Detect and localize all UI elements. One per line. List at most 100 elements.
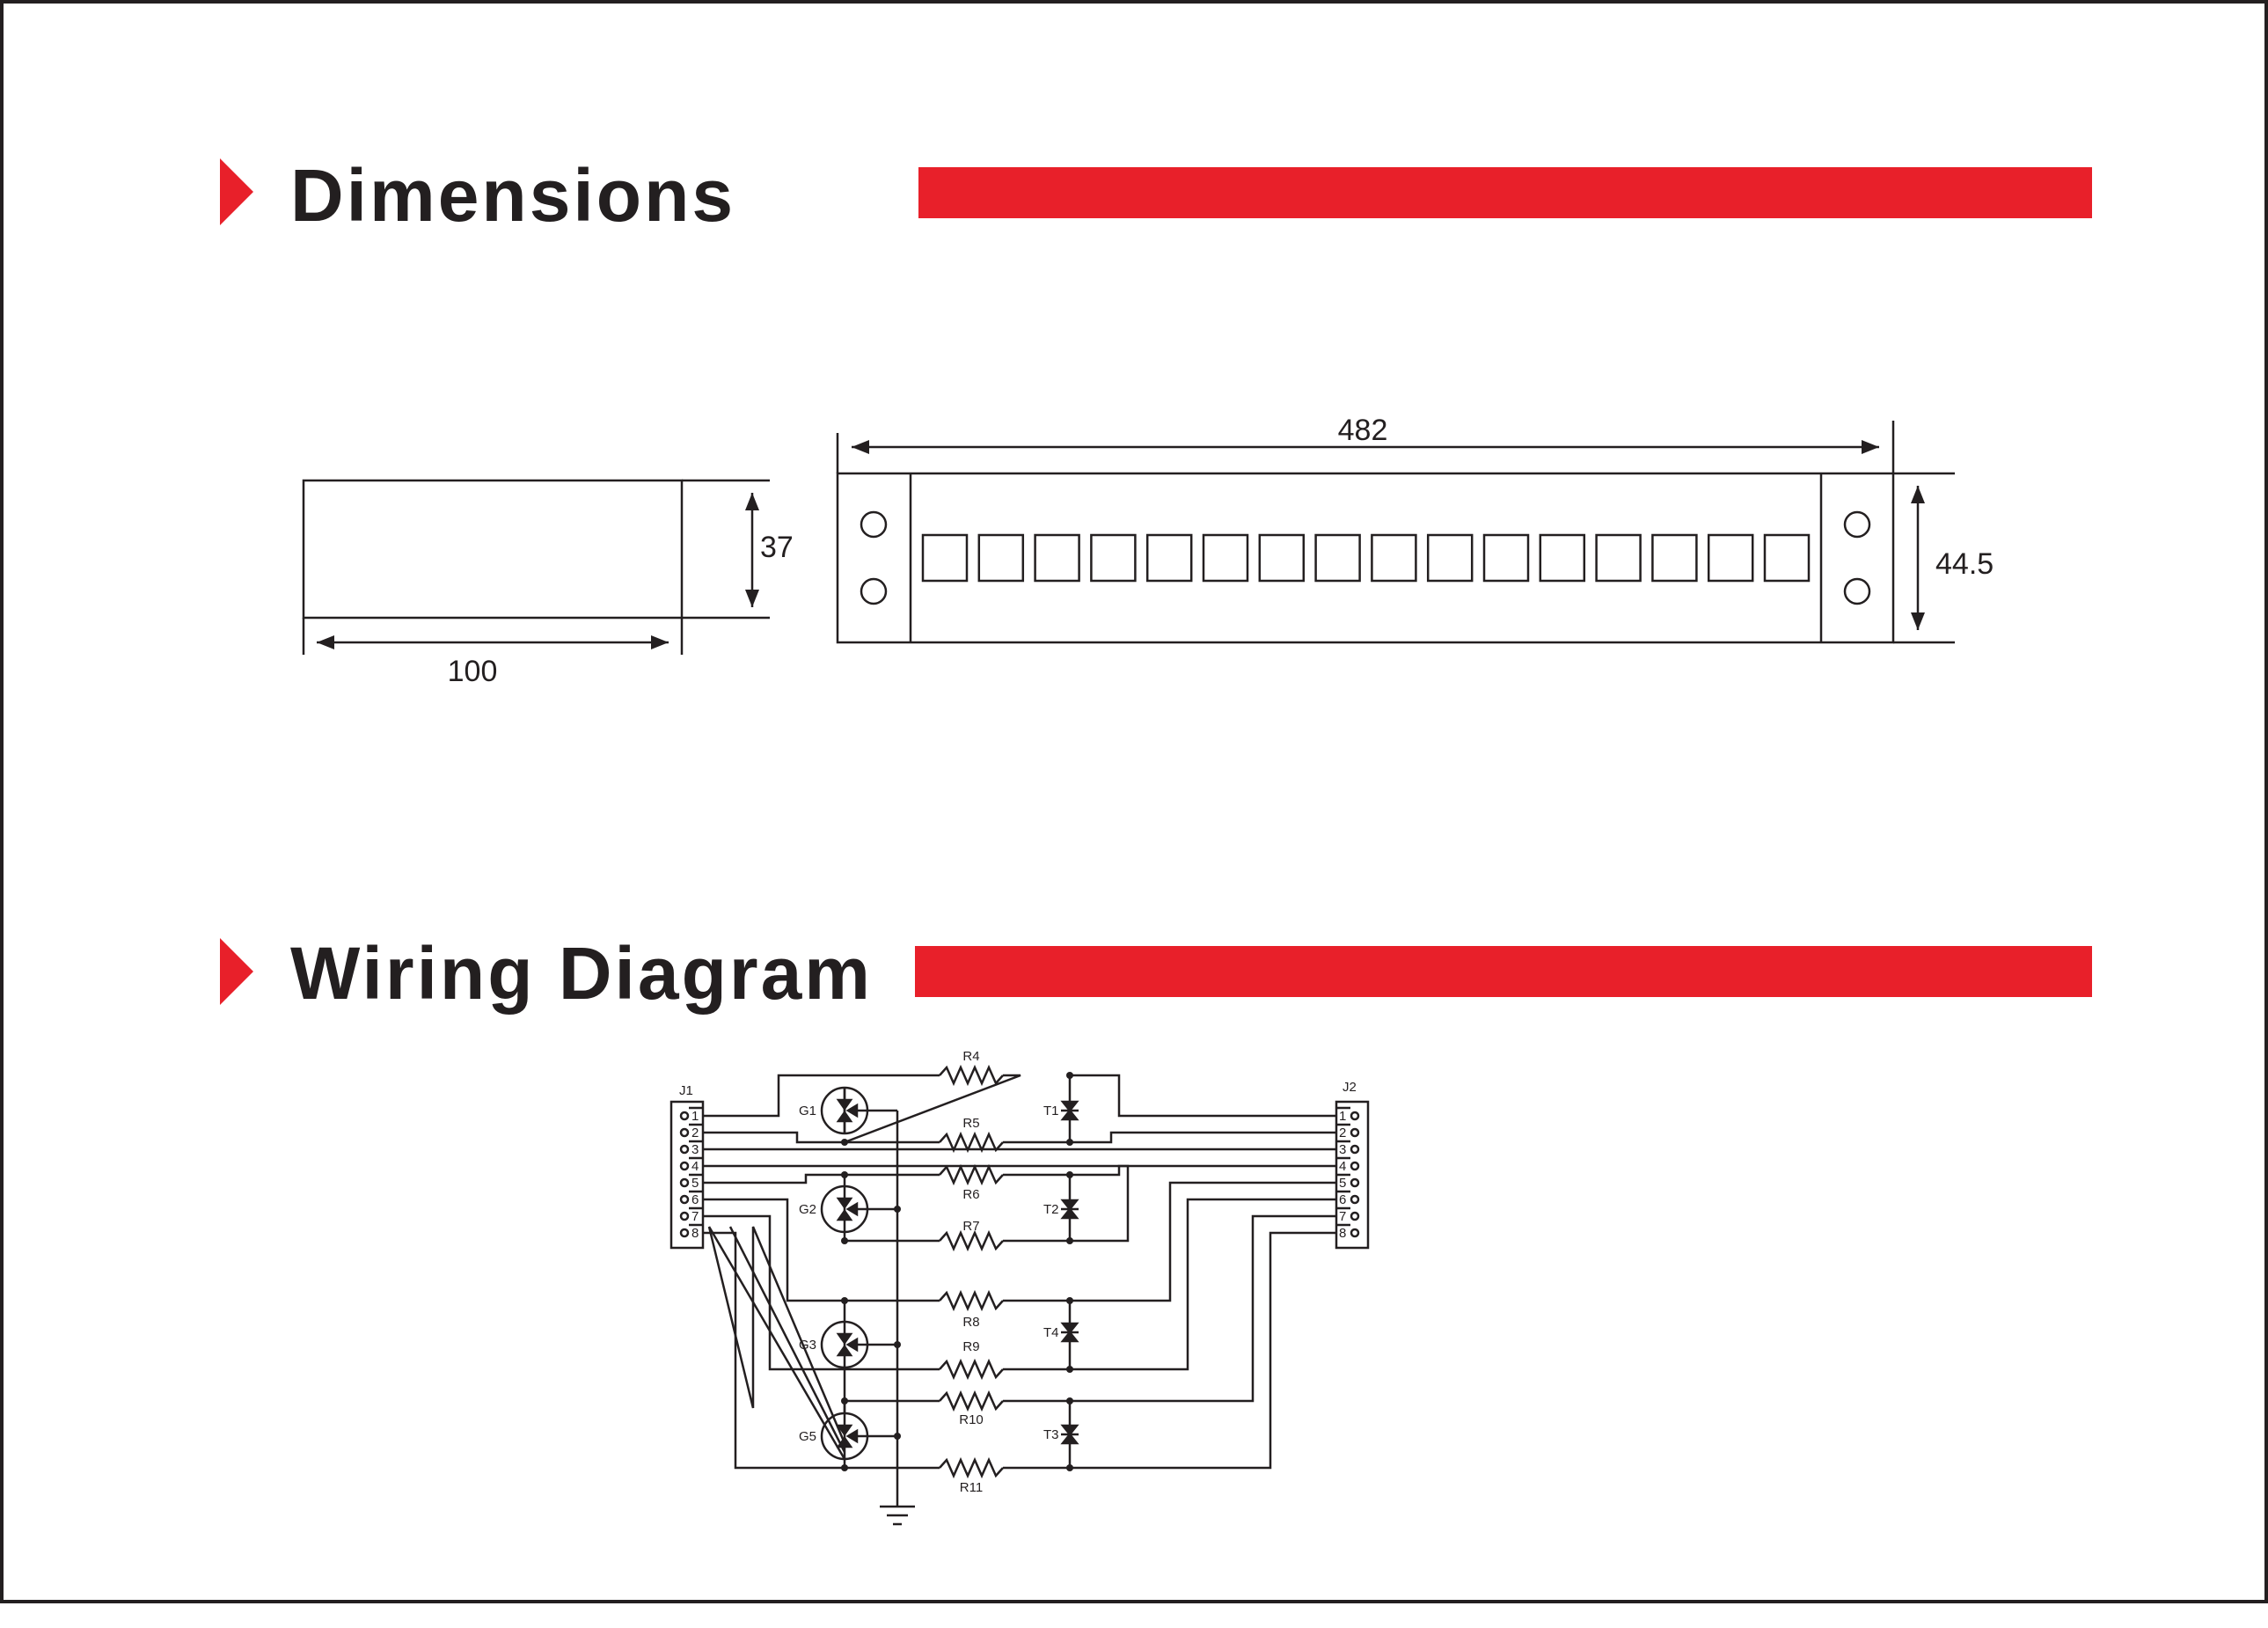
dimensions-marker-icon xyxy=(220,158,253,225)
junction-dot xyxy=(1066,1464,1073,1471)
pin-circle xyxy=(1350,1111,1360,1121)
junction-dot xyxy=(841,1297,848,1304)
rj45-port xyxy=(1034,533,1080,583)
wire-trace xyxy=(703,1131,940,1144)
wire-trace xyxy=(703,1164,1130,1243)
pin-number-j2: 8 xyxy=(1339,1226,1346,1241)
tvs-t4 xyxy=(1060,1322,1079,1335)
tvs-t3 xyxy=(1060,1424,1079,1437)
wiring-title-bar xyxy=(915,946,2092,997)
pin-circle xyxy=(679,1228,690,1238)
resistor-label: R4 xyxy=(962,1049,979,1064)
tvs-label: T2 xyxy=(1043,1202,1059,1217)
resistor-r11 xyxy=(939,1456,1004,1479)
mount-hole xyxy=(860,510,888,539)
wire-trace xyxy=(1070,1074,1336,1118)
wire-trace xyxy=(1003,1131,1336,1144)
resistor-label: R9 xyxy=(962,1339,979,1354)
junction-dot xyxy=(1066,1297,1073,1304)
junction-dot xyxy=(894,1206,901,1213)
tvs-label: T4 xyxy=(1043,1325,1059,1340)
resistor-label: R11 xyxy=(960,1480,983,1495)
pin-number-j2: 5 xyxy=(1339,1176,1346,1191)
rj45-port xyxy=(1482,533,1530,583)
tvs-t2 xyxy=(1060,1199,1079,1212)
gas-tube-arrow xyxy=(845,1337,859,1353)
tvs-t1 xyxy=(1060,1100,1079,1113)
wire-trace xyxy=(843,1399,940,1413)
wire-trace xyxy=(703,1214,940,1371)
pin-circle xyxy=(1350,1211,1360,1221)
gas-tube-label: G3 xyxy=(799,1338,816,1353)
pin-number-j1: 4 xyxy=(691,1159,699,1174)
junction-dot xyxy=(841,1139,848,1146)
rj45-port xyxy=(1145,533,1193,583)
wire-trace xyxy=(703,1198,940,1302)
junction-dot xyxy=(894,1433,901,1440)
dimensions-title-bar xyxy=(918,167,2092,218)
mount-hole xyxy=(1843,510,1871,539)
pin-circle xyxy=(679,1161,690,1171)
wiring-title: Wiring Diagram xyxy=(290,932,873,1015)
tvs-label: T3 xyxy=(1043,1427,1059,1442)
wire-trace xyxy=(707,1226,846,1444)
resistor-label: R8 xyxy=(962,1315,979,1330)
pin-circle xyxy=(1350,1228,1360,1238)
rj45-port xyxy=(1707,533,1754,583)
pin-number-j1: 6 xyxy=(691,1192,699,1207)
resistor-r8 xyxy=(939,1289,1004,1312)
pin-circle xyxy=(1350,1161,1360,1171)
pin-circle xyxy=(1350,1194,1360,1205)
junction-dot xyxy=(841,1237,848,1244)
wire-trace xyxy=(844,1074,1021,1144)
gas-tube-label: G5 xyxy=(799,1429,816,1444)
pin-circle xyxy=(1350,1177,1360,1188)
pin-number-j2: 3 xyxy=(1339,1142,1346,1157)
pin-circle xyxy=(679,1194,690,1205)
rj45-port xyxy=(1651,533,1698,583)
pin-circle xyxy=(1350,1127,1360,1138)
gas-tube-arrow xyxy=(836,1208,853,1221)
resistor-r6 xyxy=(939,1163,1004,1186)
gas-tube-arrow xyxy=(836,1424,853,1437)
rj45-port xyxy=(1426,533,1474,583)
side-height-label: 37 xyxy=(760,531,794,564)
pin-circle xyxy=(679,1127,690,1138)
mount-hole xyxy=(860,577,888,605)
dimensions-drawing: 100 37 482 44.5 xyxy=(302,414,1994,688)
wire-trace xyxy=(703,1074,940,1118)
pin-number-j2: 2 xyxy=(1339,1126,1346,1140)
resistor-label: R6 xyxy=(962,1187,979,1202)
gas-tube-arrow xyxy=(845,1428,859,1444)
pin-circle xyxy=(679,1177,690,1188)
wire-trace xyxy=(703,1231,940,1470)
pin-number-j2: 7 xyxy=(1339,1209,1346,1224)
wire-trace xyxy=(843,1232,940,1243)
gas-tube-label: G1 xyxy=(799,1104,816,1118)
gas-tube-arrow xyxy=(836,1332,853,1346)
wire-trace xyxy=(1003,1230,1072,1243)
resistor-label: R10 xyxy=(959,1412,984,1427)
junction-dot xyxy=(841,1397,848,1404)
pin-number-j2: 6 xyxy=(1339,1192,1346,1207)
front-width-label: 482 xyxy=(1338,414,1388,447)
connector-j1-label: J1 xyxy=(679,1083,693,1098)
pin-number-j2: 1 xyxy=(1339,1109,1346,1124)
pin-number-j2: 4 xyxy=(1339,1159,1346,1174)
junction-dot xyxy=(841,1171,848,1178)
gas-tube-arrow xyxy=(845,1103,859,1118)
wire-trace xyxy=(1003,1181,1336,1302)
resistor-r10 xyxy=(939,1390,1004,1412)
resistor-label: R7 xyxy=(962,1219,979,1234)
wiring-marker-icon xyxy=(220,938,253,1005)
rj45-port xyxy=(1371,533,1417,583)
wire-trace xyxy=(728,1226,846,1453)
gas-tube-arrow xyxy=(845,1201,859,1217)
pin-number-j1: 2 xyxy=(691,1126,699,1140)
rj45-port xyxy=(1763,533,1811,583)
pin-number-j1: 7 xyxy=(691,1209,699,1224)
rj45-port xyxy=(1090,533,1137,583)
rj45-port xyxy=(1314,533,1361,583)
side-view-box xyxy=(302,479,684,620)
